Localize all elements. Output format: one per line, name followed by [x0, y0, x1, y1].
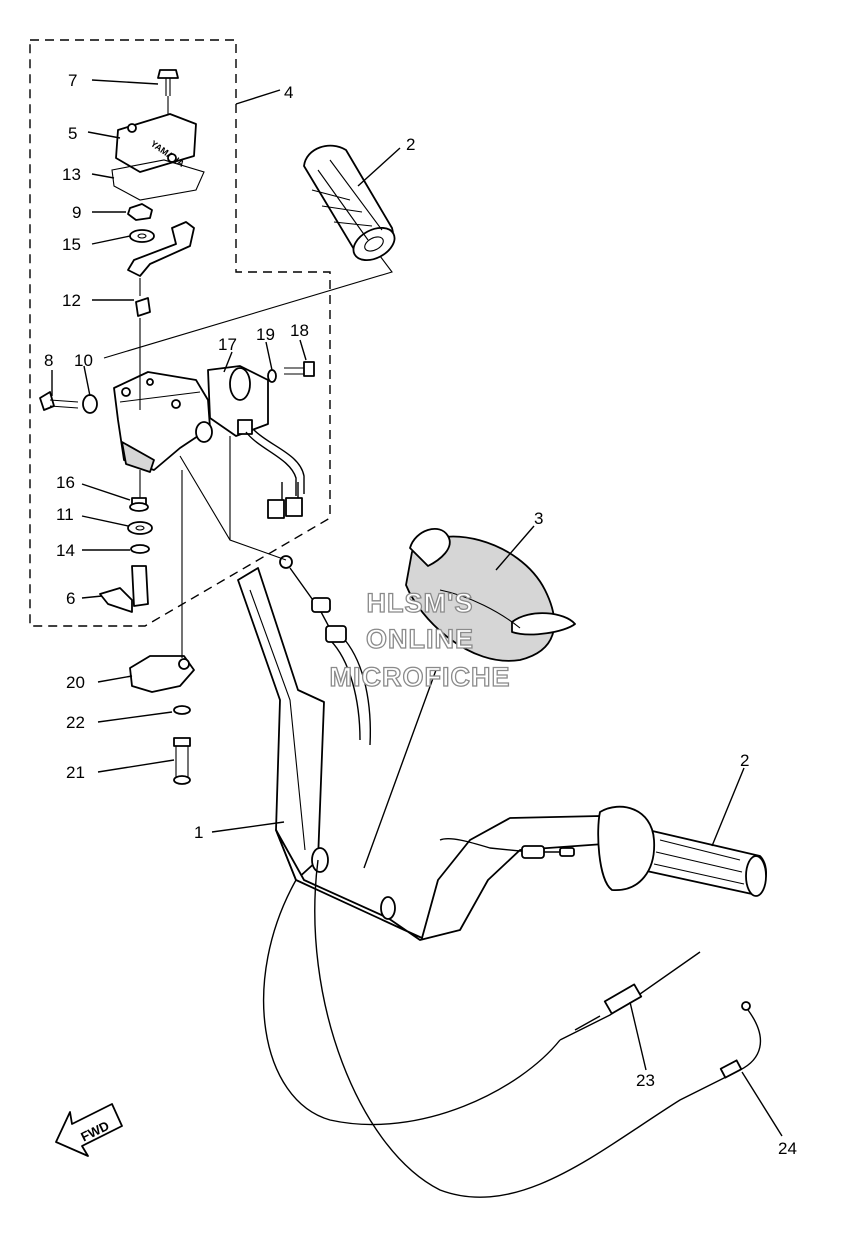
clamp-20 — [129, 655, 195, 693]
switch-cover: YAMAHA — [111, 69, 205, 201]
callout-2-upper: 2 — [406, 135, 415, 154]
part-6 — [131, 565, 149, 607]
part-11 — [127, 521, 153, 535]
leader-lines — [51, 79, 783, 1137]
callout-4: 4 — [284, 83, 293, 102]
washer-22 — [173, 705, 191, 715]
left-grip — [303, 144, 396, 262]
right-grip — [597, 805, 767, 897]
callout-6: 6 — [66, 589, 75, 608]
callout-1: 1 — [194, 823, 203, 842]
callout-18: 18 — [290, 321, 309, 340]
callout-21: 21 — [66, 763, 85, 782]
callout-2-lower: 2 — [740, 751, 749, 770]
part-14 — [130, 544, 150, 554]
callout-16: 16 — [56, 473, 75, 492]
nut-9 — [127, 203, 153, 221]
throttle-cable — [262, 879, 701, 1126]
callout-13: 13 — [62, 165, 81, 184]
washer-15 — [129, 229, 155, 243]
callout-9: 9 — [72, 203, 81, 222]
screw-18 — [303, 361, 315, 377]
bolt-21 — [173, 737, 191, 747]
handlebar-pad — [405, 528, 576, 662]
callout-14: 14 — [56, 541, 75, 560]
watermark-line-2: ONLINE — [366, 624, 474, 654]
assembly-4-boundary — [29, 39, 331, 627]
callout-labels: 7 4 5 13 9 15 2 12 17 19 18 8 10 16 11 1… — [44, 71, 797, 1158]
washer-19 — [267, 369, 277, 383]
starter-switch — [207, 365, 305, 519]
callout-8: 8 — [44, 351, 53, 370]
callout-7: 7 — [68, 71, 77, 90]
callout-23: 23 — [636, 1071, 655, 1090]
callout-22: 22 — [66, 713, 85, 732]
switch-cable — [329, 639, 361, 741]
spring-12 — [135, 297, 151, 317]
watermark-line-3: MICROFICHE — [330, 662, 511, 692]
callout-10: 10 — [74, 351, 93, 370]
callout-11: 11 — [56, 505, 74, 524]
fwd-arrow-icon — [55, 1103, 123, 1157]
watermark: HLSM'S ONLINE MICROFICHE — [329, 587, 511, 692]
switch-housing — [113, 371, 213, 473]
callout-20: 20 — [66, 673, 85, 692]
watermark-line-1: HLSM'S — [367, 588, 474, 618]
callout-15: 15 — [62, 235, 81, 254]
callout-3: 3 — [534, 509, 543, 528]
callout-19: 19 — [256, 325, 275, 344]
bracket — [127, 221, 195, 277]
callout-5: 5 — [68, 124, 77, 143]
callout-12: 12 — [62, 291, 81, 310]
callout-17: 17 — [218, 335, 237, 354]
washer-10 — [82, 394, 98, 414]
callout-24: 24 — [778, 1139, 797, 1158]
forward-direction-marker: FWD — [55, 1103, 123, 1157]
brake-cable — [314, 859, 762, 1198]
